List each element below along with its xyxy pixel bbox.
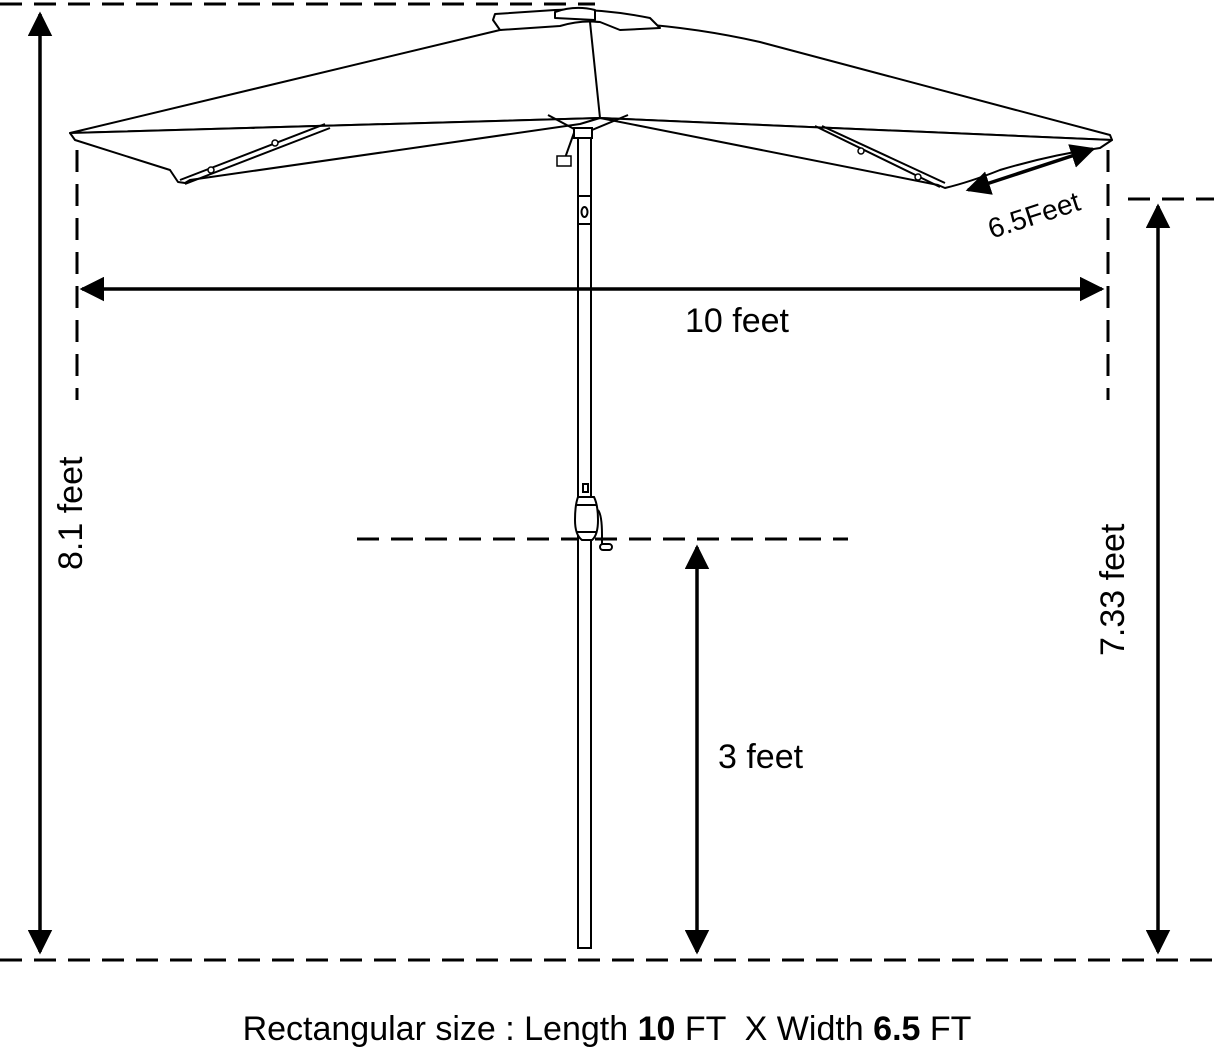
width-arrow (965, 144, 1096, 195)
dimension-arrows (27, 11, 1171, 955)
caption-length-value: 10 (637, 1010, 676, 1048)
pole-shaft (577, 137, 592, 949)
size-caption: Rectangular size : Length 10 FT X Width … (0, 1010, 1214, 1049)
caption-length-unit: FT X Width (675, 1010, 874, 1048)
hub-strut-left (547, 114, 577, 131)
clearance-height-label: 7.33 feet (1094, 523, 1132, 656)
crank-housing (573, 496, 600, 541)
canopy-finial (554, 6, 596, 21)
caption-width-unit: FT (920, 1010, 972, 1048)
left-rib (179, 123, 326, 181)
caption-prefix: Rectangular size : Length (242, 1010, 638, 1048)
tilt-button (556, 155, 572, 167)
canopy (69, 6, 1113, 189)
length-label: 10 feet (685, 302, 789, 340)
pole-hub (573, 127, 593, 139)
crank-height-label: 3 feet (718, 738, 804, 776)
crank-handle (597, 509, 611, 551)
canopy-seam (589, 21, 601, 119)
caption-width-value: 6.5 (873, 1010, 921, 1048)
pole-pin (580, 206, 589, 218)
pole (573, 127, 613, 949)
crank-indicator (582, 483, 589, 493)
crank-knob (599, 543, 613, 551)
total-height-label: 8.1 feet (52, 456, 90, 570)
hub-strut-right (591, 114, 629, 131)
